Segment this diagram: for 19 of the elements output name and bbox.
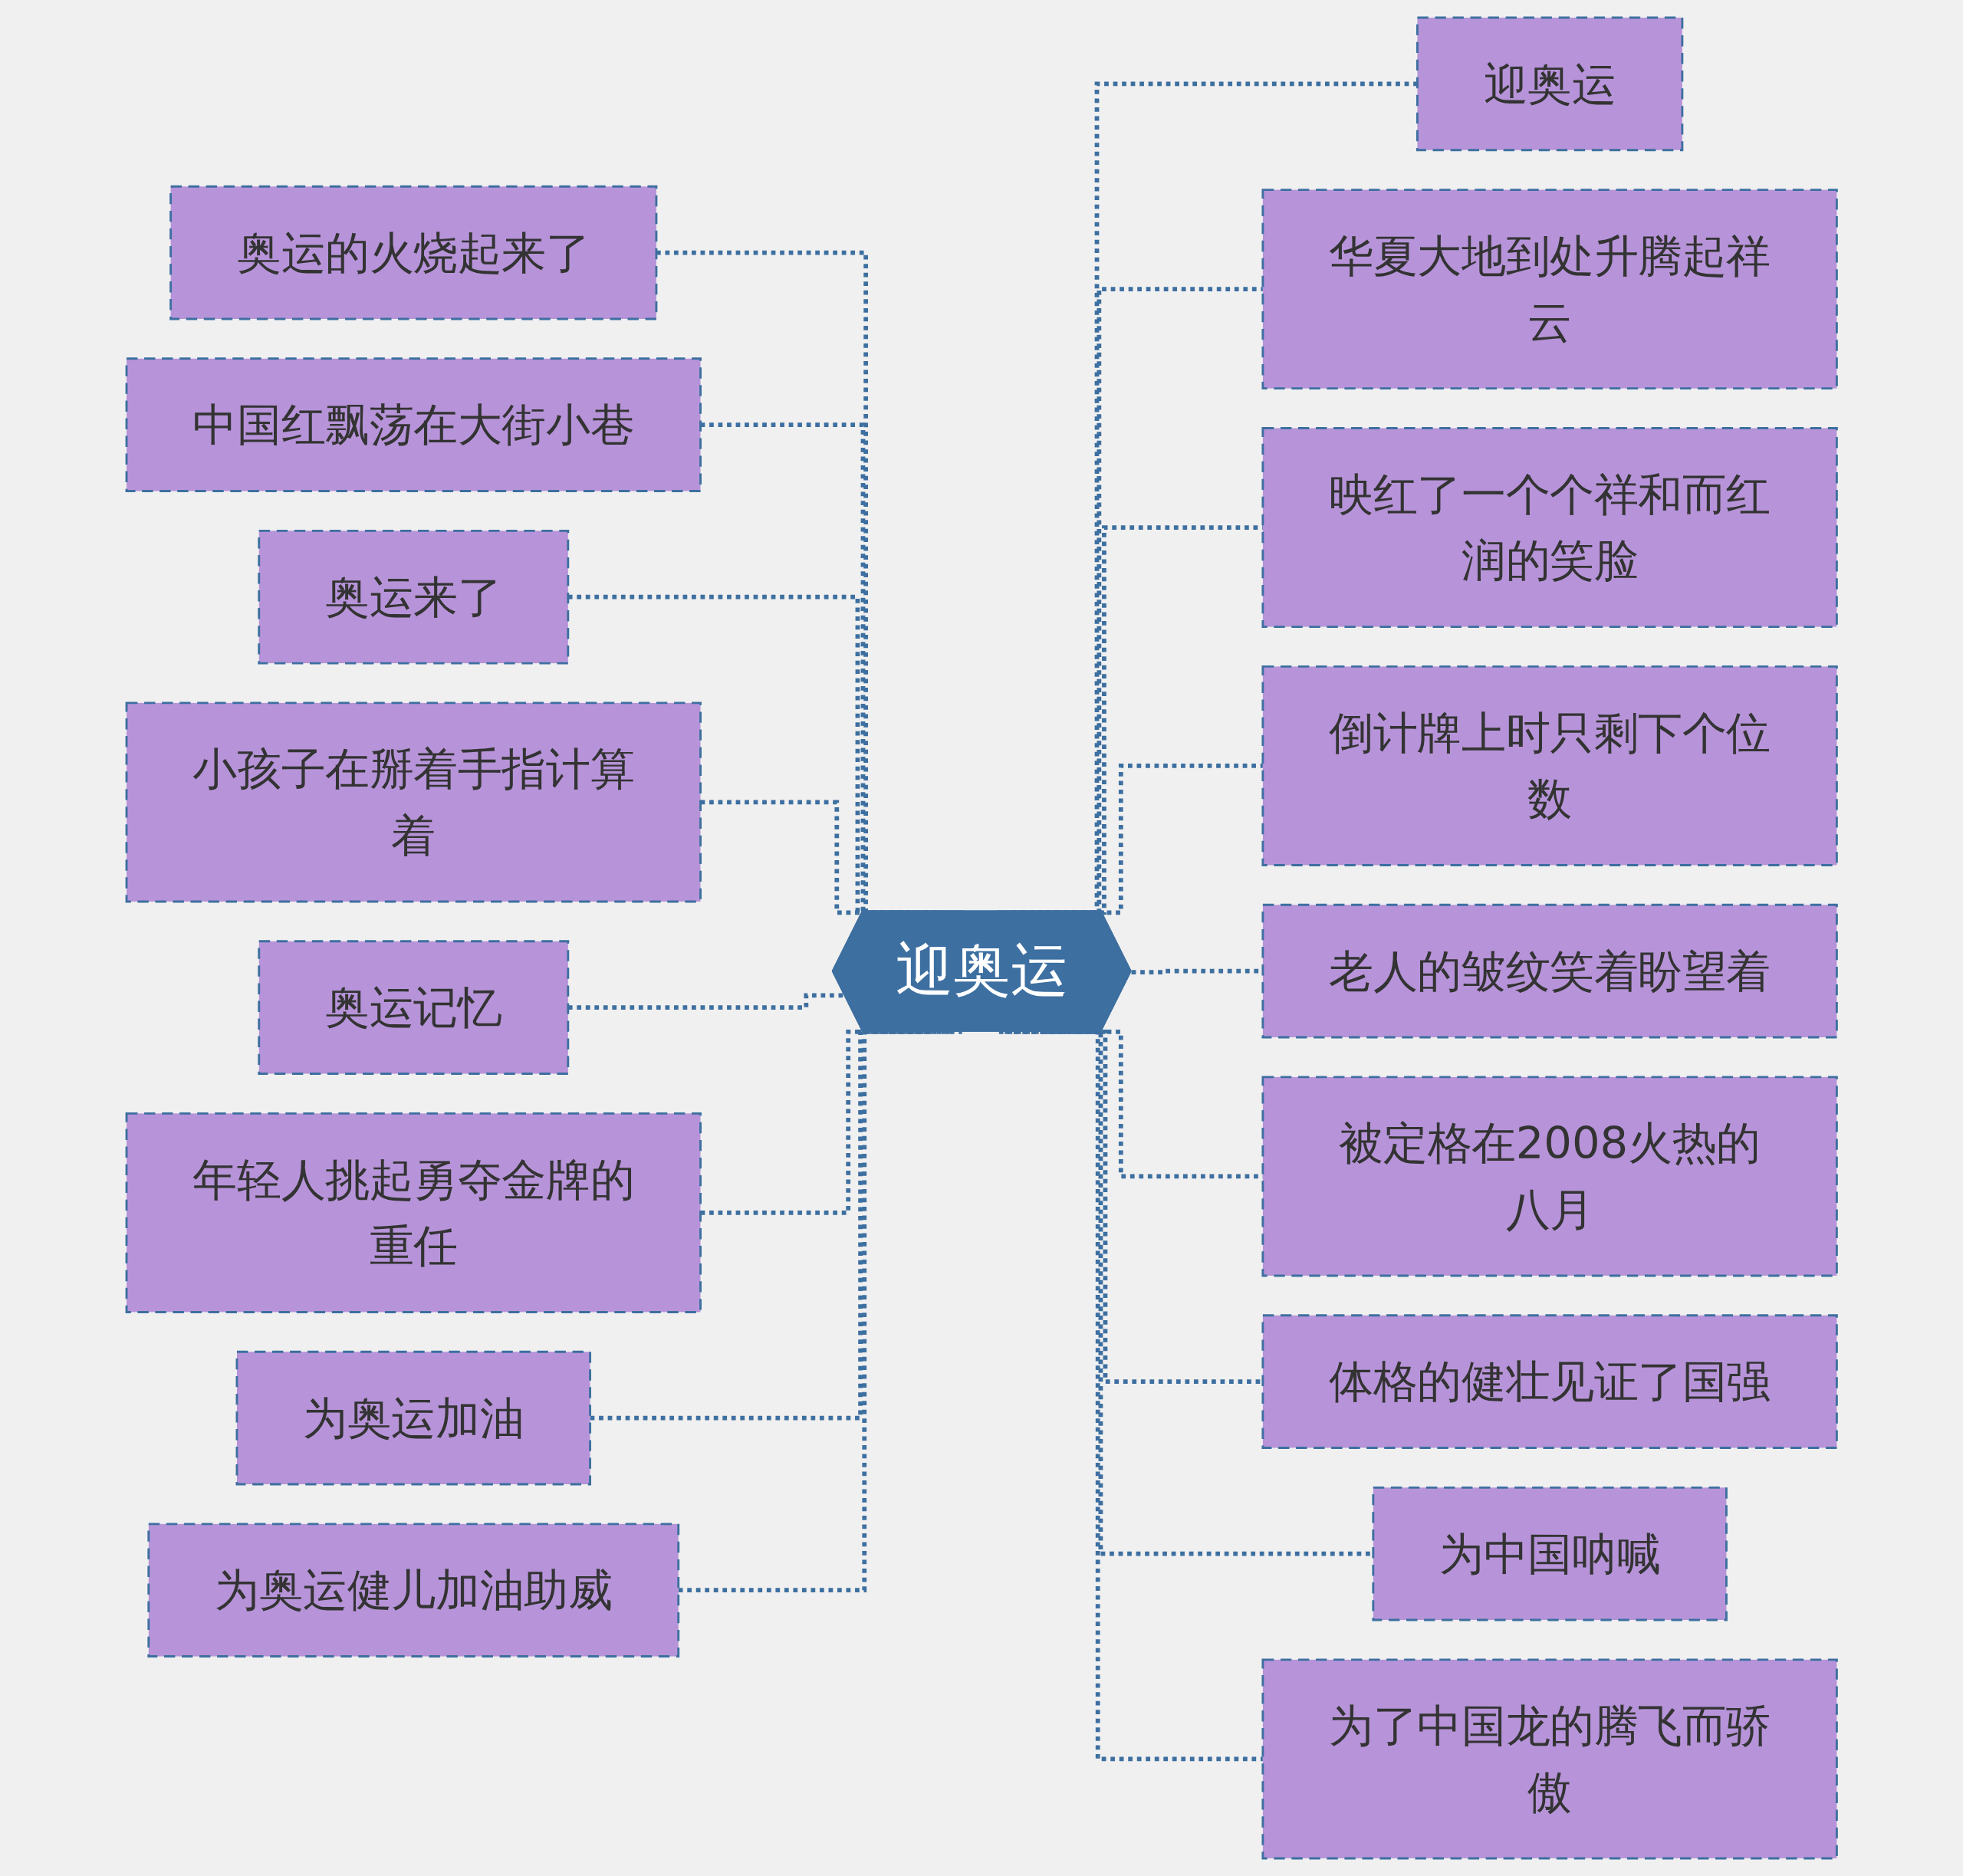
node-box: 迎奥运 (1416, 16, 1684, 152)
connector (678, 1029, 962, 1593)
node-box: 年轻人挑起勇夺金牌的重任 (125, 1112, 702, 1313)
node-box: 小孩子在掰着手指计算着 (125, 701, 702, 903)
node-box: 映红了一个个祥和而红润的笑脸 (1261, 427, 1838, 629)
node-box: 倒计牌上时只剩下个位数 (1261, 665, 1838, 866)
node-box: 体格的健壮见证了国强 (1261, 1314, 1838, 1449)
node-box: 奥运来了 (258, 529, 570, 665)
node-box: 为中国呐喊 (1372, 1486, 1728, 1621)
node-box: 奥运记忆 (258, 940, 570, 1075)
node-box: 奥运的火烧起来了 (169, 185, 658, 320)
node-box: 为奥运健儿加油助威 (147, 1523, 679, 1658)
node-box: 被定格在2008火热的八月 (1261, 1076, 1838, 1277)
node-box: 华夏大地到处升腾起祥云 (1261, 189, 1838, 390)
node-box: 老人的皱纹笑着盼望着 (1261, 903, 1838, 1039)
node-box: 为了中国龙的腾飞而骄傲 (1261, 1658, 1838, 1860)
connector (998, 1029, 1263, 1762)
node-box: 中国红飘荡在大街小巷 (125, 357, 702, 492)
node-box: 为奥运加油 (235, 1350, 591, 1486)
